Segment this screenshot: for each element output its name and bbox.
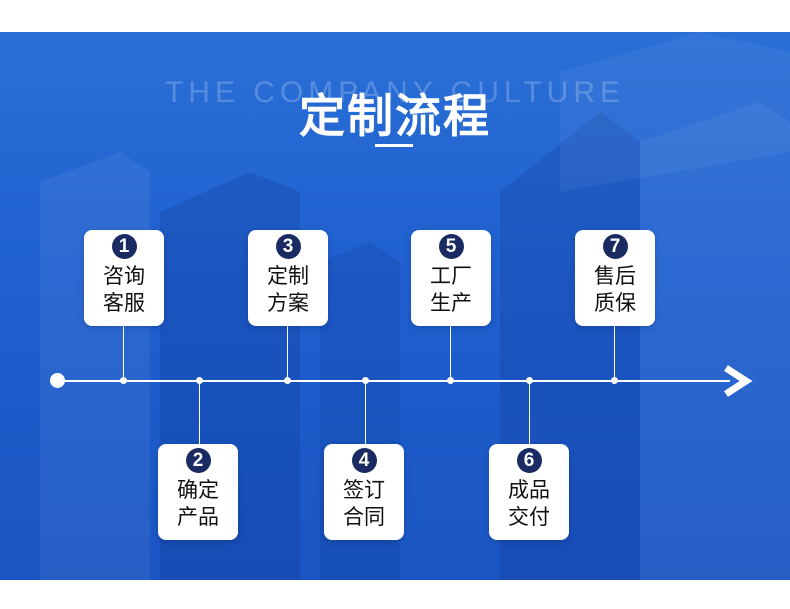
step-label-line2: 客服 [103, 291, 145, 315]
page-title: 定制流程 [299, 89, 491, 143]
step-label-line1: 工厂 [430, 264, 472, 288]
step-card-2: 2 确定 产品 [158, 444, 238, 540]
step-card-7: 7 售后 质保 [575, 230, 655, 326]
step-label-line1: 确定 [177, 478, 219, 502]
connector-5 [450, 326, 451, 380]
connector-1 [123, 326, 124, 380]
timeline-dot-5 [447, 377, 454, 384]
connector-4 [365, 381, 366, 444]
step-label-line2: 交付 [508, 505, 550, 529]
timeline-start-dot [50, 373, 65, 388]
step-number: 2 [185, 448, 211, 473]
timeline-line [58, 380, 730, 382]
step-label-line1: 售后 [594, 264, 636, 288]
step-card-6: 6 成品 交付 [489, 444, 569, 540]
connector-3 [287, 326, 288, 380]
step-label-line1: 咨询 [103, 264, 145, 288]
step-number: 3 [275, 234, 301, 259]
connector-2 [199, 381, 200, 444]
step-card-5: 5 工厂 生产 [411, 230, 491, 326]
step-label-line2: 合同 [343, 505, 385, 529]
step-card-3: 3 定制 方案 [248, 230, 328, 326]
timeline-dot-3 [284, 377, 291, 384]
step-label-line2: 生产 [430, 291, 472, 315]
connector-6 [529, 381, 530, 444]
connector-7 [614, 326, 615, 380]
step-label-line2: 质保 [594, 291, 636, 315]
step-number: 6 [516, 448, 542, 473]
background-subtitle: THE COMPANY CULTURE [164, 76, 626, 109]
step-label-line1: 定制 [267, 264, 309, 288]
step-label-line2: 方案 [267, 291, 309, 315]
step-number: 4 [351, 448, 377, 473]
timeline-dot-4 [362, 377, 369, 384]
step-label-line2: 产品 [177, 505, 219, 529]
step-number: 7 [602, 234, 628, 259]
step-number: 1 [111, 234, 137, 259]
step-label-line1: 成品 [508, 478, 550, 502]
timeline-dot-1 [120, 377, 127, 384]
step-number: 5 [438, 234, 464, 259]
step-label-line1: 签订 [343, 478, 385, 502]
timeline-dot-6 [526, 377, 533, 384]
timeline-dot-2 [196, 377, 203, 384]
timeline-arrow-icon [724, 365, 753, 397]
step-card-1: 1 咨询 客服 [84, 230, 164, 326]
title-underline [375, 144, 413, 147]
timeline-dot-7 [611, 377, 618, 384]
step-card-4: 4 签订 合同 [324, 444, 404, 540]
